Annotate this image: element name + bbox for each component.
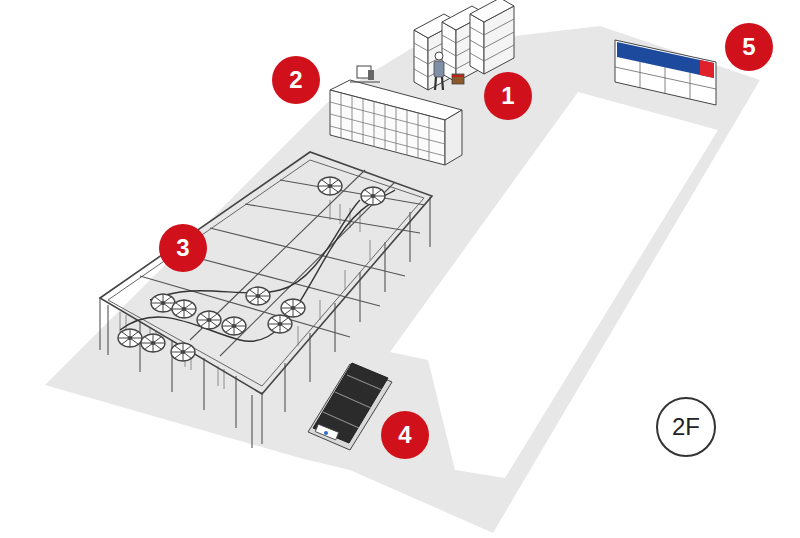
belt-conveyor <box>308 363 392 450</box>
callout-number: 4 <box>381 411 429 459</box>
worker-figure <box>434 52 464 90</box>
callout-text: 4 <box>398 423 411 447</box>
overhead-conveyor <box>100 152 432 448</box>
callout-text: 2 <box>289 68 302 92</box>
callout-number: 1 <box>484 72 532 120</box>
display-board <box>615 40 716 105</box>
callout-text: 2F <box>672 415 700 439</box>
floor-badge: 2F <box>656 397 716 457</box>
storage-machine <box>330 66 462 165</box>
callout-text: 3 <box>176 236 189 260</box>
callout-number: 5 <box>725 23 773 71</box>
floor-area <box>45 26 760 533</box>
callout-text: 1 <box>501 84 514 108</box>
callout-number: 3 <box>159 224 207 272</box>
callout-number: 2 <box>272 56 320 104</box>
callout-text: 5 <box>742 35 755 59</box>
